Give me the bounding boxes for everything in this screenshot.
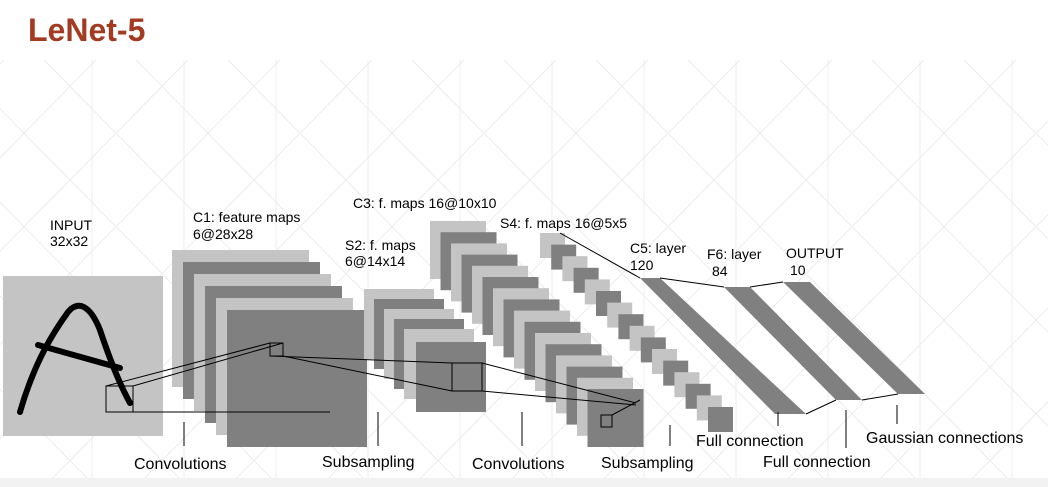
c5-label: C5: layer [630,240,686,256]
f6-size-label: 84 [712,263,728,279]
output-layer: OUTPUT 10 [783,245,925,394]
feature-map [708,407,733,432]
c1-size-label: 6@28x28 [193,226,253,242]
caption-sub2: Subsampling [601,455,694,472]
caption-full1: Full connection [696,433,804,450]
c3-label: C3: f. maps 16@10x10 [353,195,497,211]
bottom-strip [0,478,1048,487]
output-size-label: 10 [790,262,806,278]
s2-label: S2: f. maps [345,237,416,253]
caption-sub1: Subsampling [322,454,415,471]
caption-conv1: Convolutions [134,456,227,473]
caption-full2: Full connection [763,454,871,471]
output-label: OUTPUT [786,245,844,261]
s2-size-label: 6@14x14 [345,253,405,269]
input-layer: INPUT 32x32 [3,217,163,436]
input-size-label: 32x32 [50,233,88,249]
c1-feature-maps: C1: feature maps 6@28x28 [172,209,367,447]
f6-label: F6: layer [707,246,762,262]
caption-gauss: Gaussian connections [866,430,1023,447]
input-label: INPUT [50,217,92,233]
caption-conv2: Convolutions [472,456,565,473]
c5-size-label: 120 [630,257,654,273]
c1-label: C1: feature maps [193,209,300,225]
s4-label: S4: f. maps 16@5x5 [500,215,627,231]
